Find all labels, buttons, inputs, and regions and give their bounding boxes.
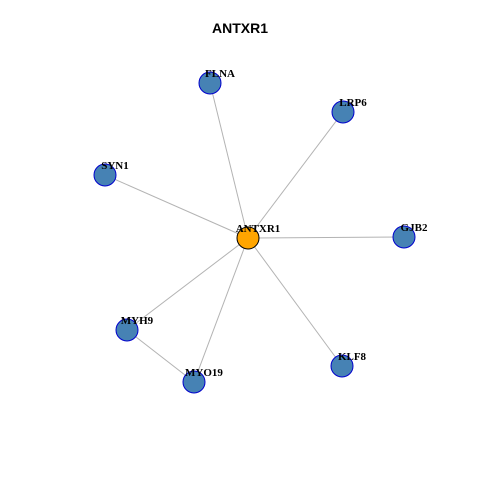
node-flna[interactable] <box>198 71 222 95</box>
node-label-flna: FLNA <box>205 68 235 80</box>
node-gjb2[interactable] <box>392 225 416 249</box>
edges-layer <box>104 82 405 383</box>
edge-antxr1-syn1 <box>104 174 249 239</box>
node-syn1[interactable] <box>93 163 117 187</box>
node-label-lrp6: LRP6 <box>339 97 367 109</box>
node-myo19[interactable] <box>182 370 206 394</box>
node-label-syn1: SYN1 <box>101 160 129 172</box>
edge-antxr1-gjb2 <box>247 236 405 239</box>
node-label-myo19: MYO19 <box>185 367 223 379</box>
edge-antxr1-klf8 <box>247 237 343 367</box>
graph-title: ANTXR1 <box>211 20 268 36</box>
node-label-klf8: KLF8 <box>338 351 367 363</box>
node-lrp6[interactable] <box>331 100 355 124</box>
node-antxr1[interactable] <box>236 226 260 250</box>
edge-antxr1-myh9 <box>126 237 249 331</box>
edge-antxr1-myo19 <box>193 237 249 383</box>
edge-antxr1-flna <box>209 82 249 239</box>
edge-myh9-myo19 <box>126 329 195 383</box>
nodes-layer <box>93 71 416 394</box>
node-label-gjb2: GJB2 <box>401 222 428 234</box>
node-klf8[interactable] <box>330 354 354 378</box>
node-myh9[interactable] <box>115 318 139 342</box>
node-label-myh9: MYH9 <box>121 315 154 327</box>
node-label-antxr1: ANTXR1 <box>236 223 281 235</box>
edge-antxr1-lrp6 <box>247 111 344 239</box>
